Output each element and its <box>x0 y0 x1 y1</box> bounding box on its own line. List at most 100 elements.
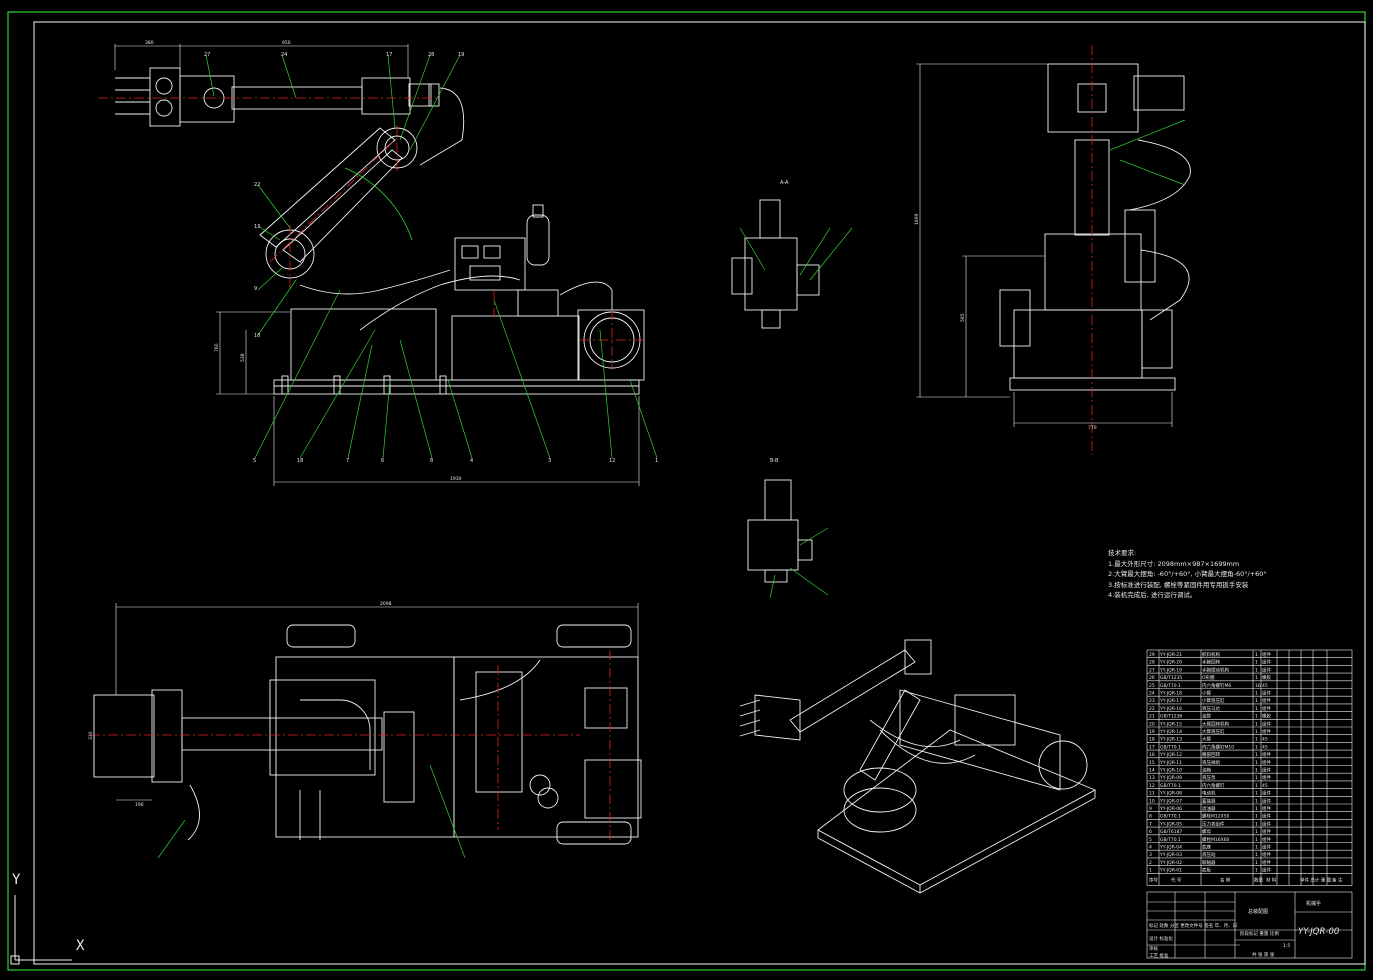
bom-cell-no: 27 <box>1149 667 1155 673</box>
section-a-view <box>731 199 820 329</box>
bom-cell-mat: 组件 <box>1262 828 1271 835</box>
front-view-swing-arc <box>344 167 413 241</box>
bom-cell-name: 手腕回转 <box>1202 659 1220 666</box>
bom-cell-mat: 组件 <box>1262 774 1271 781</box>
bom-cell-name: 底板 <box>1202 867 1211 874</box>
bom-cell-qty: 1 <box>1255 721 1258 727</box>
bom-cell-mat: 组件 <box>1262 720 1271 727</box>
svg-text:28: 28 <box>428 52 434 58</box>
bom-cell-name: 滤油器 <box>1202 805 1216 812</box>
bom-cell-code: GB/T1235 <box>1160 675 1182 681</box>
svg-text:8: 8 <box>430 458 433 464</box>
bom-cell-no: 10 <box>1149 798 1155 804</box>
dim-side-left-inner: 585 <box>960 313 966 322</box>
bom-cell-no: 26 <box>1149 675 1155 681</box>
bom-cell-code: YY-JQR-12 <box>1159 752 1182 758</box>
bom-header-mat: 材 料 <box>1266 876 1277 883</box>
tb-row-revision: 标记 处数 分区 更改文件号 签名 年、月、日 <box>1149 922 1237 929</box>
drawing-number: YY-JQR-00 <box>1298 927 1339 937</box>
front-view-balloons: 5 18 7 6 8 4 3 12 1 27 24 17 28 19 22 13… <box>204 52 658 464</box>
bom-cell-name: 螺栓M16X60 <box>1202 836 1230 843</box>
bom-cell-name: 腰部回转 <box>1202 751 1220 758</box>
section-b-label: B-B <box>770 458 779 464</box>
bom-cell-mat: 组件 <box>1262 797 1271 804</box>
bom-cell-mat: 组件 <box>1262 851 1271 858</box>
bom-cell-qty: 16 <box>1255 683 1261 689</box>
title-block-text: 总装配图 机械手 YY-JQR-00 1:5 共 张 第 张 阶段标记 重量 比… <box>1149 900 1339 959</box>
bom-header-qty: 数量 <box>1254 876 1263 883</box>
bom-cell-code: YY-JQR-18 <box>1159 691 1182 697</box>
bom-cell-qty: 1 <box>1255 860 1258 866</box>
bom-cell-mat: 组件 <box>1262 805 1271 812</box>
bom-cell-qty: 1 <box>1255 706 1258 712</box>
bom-cell-mat: 组件 <box>1262 859 1271 866</box>
bom-cell-mat: 45 <box>1262 683 1268 689</box>
tech-req-item-3: 3.按标准进行装配, 螺栓等紧固件用专用扳手安装 <box>1108 580 1249 589</box>
bom-cell-mat: 组件 <box>1262 697 1271 704</box>
bom-cell-no: 7 <box>1149 821 1152 827</box>
bom-cell-name: O形圈 <box>1202 674 1215 681</box>
bom-cell-qty: 1 <box>1255 837 1258 843</box>
bom-cell-mat: 45 <box>1262 744 1268 750</box>
bom-cell-qty: 1 <box>1255 675 1258 681</box>
bom-cell-mat: 组件 <box>1262 666 1271 673</box>
bom-cell-code: YY-JQR-13 <box>1159 737 1182 743</box>
title-block <box>1146 891 1353 959</box>
bom-cell-name: 螺母 <box>1202 828 1211 835</box>
bom-cell-qty: 1 <box>1255 714 1258 720</box>
bom-cell-code: YY-JQR-08 <box>1159 791 1182 797</box>
bom-cell-qty: 1 <box>1255 783 1258 789</box>
bom-cell-code: YY-JQR-02 <box>1159 860 1182 866</box>
svg-text:6: 6 <box>381 458 384 464</box>
bom-cell-mat: 组件 <box>1262 690 1271 697</box>
bom-cell-no: 24 <box>1149 691 1155 697</box>
bom-cell-mat: 组件 <box>1262 790 1271 797</box>
bom-cell-no: 1 <box>1149 868 1152 874</box>
tech-req-item-4: 4.装机完成后, 进行运行调试。 <box>1108 591 1197 599</box>
bom-cell-code: YY-JQR-16 <box>1159 706 1182 712</box>
bom-cell-code: YY-JQR-09 <box>1159 775 1182 781</box>
tb-row-review: 审核 <box>1149 945 1158 952</box>
bom-cell-qty: 1 <box>1255 691 1258 697</box>
bom-cell-qty: 1 <box>1255 806 1258 812</box>
isometric-view <box>739 639 1097 894</box>
bom-cell-mat: 组件 <box>1262 751 1271 758</box>
stage-text: 阶段标记 重量 比例 <box>1240 930 1279 937</box>
bom-cell-code: GB/T70.1 <box>1160 744 1181 750</box>
bom-cell-qty: 1 <box>1255 768 1258 774</box>
dim-front-top-left: 380 <box>145 40 154 46</box>
bom-cell-name: 手腕摆动机构 <box>1202 666 1229 673</box>
side-view-dimensions <box>916 63 1173 427</box>
dim-front-top-right: 950 <box>282 40 291 46</box>
dim-top-view-left: 330 <box>88 731 94 740</box>
bom-cell-mat: 组件 <box>1262 767 1271 774</box>
bom-cell-qty: 1 <box>1255 737 1258 743</box>
bom-cell-name: 抓料机构 <box>1202 651 1220 658</box>
svg-text:27: 27 <box>204 52 210 58</box>
inner-frame <box>33 21 1366 965</box>
front-view-dimension-text: 380 950 1930 760 538 <box>145 40 462 482</box>
bom-cell-code: YY-JQR-05 <box>1159 821 1182 827</box>
bom-cell-qty: 1 <box>1255 814 1258 820</box>
technical-requirements: 技术要求: 1.最大外形尺寸: 2098mm×987×1699mm 2.大臂最大… <box>1108 548 1267 601</box>
bom-cell-name: 小臂液压缸 <box>1202 697 1225 704</box>
bom-cell-qty: 1 <box>1255 868 1258 874</box>
dim-top-view-top: 2098 <box>380 601 392 607</box>
bom-cell-qty: 1 <box>1255 798 1258 804</box>
section-b-leaders <box>769 527 829 599</box>
bom-cell-name: 大臂回转机构 <box>1202 720 1229 727</box>
bom-cell-no: 5 <box>1149 837 1152 843</box>
bom-cell-no: 8 <box>1149 814 1152 820</box>
side-view-dimension-text: 1699 585 770 <box>914 213 1097 431</box>
bom-cell-mat: 组件 <box>1262 867 1271 874</box>
bom-cell-code: YY-JQR-17 <box>1159 698 1182 704</box>
bom-cell-code: YY-JQR-07 <box>1159 798 1182 804</box>
svg-text:17: 17 <box>386 52 392 58</box>
bom-cell-no: 19 <box>1149 729 1155 735</box>
bom-cell-qty: 1 <box>1255 729 1258 735</box>
bom-cell-qty: 1 <box>1255 852 1258 858</box>
bom-cell-mat: 组件 <box>1262 844 1271 851</box>
top-view-dimensions <box>93 603 639 801</box>
